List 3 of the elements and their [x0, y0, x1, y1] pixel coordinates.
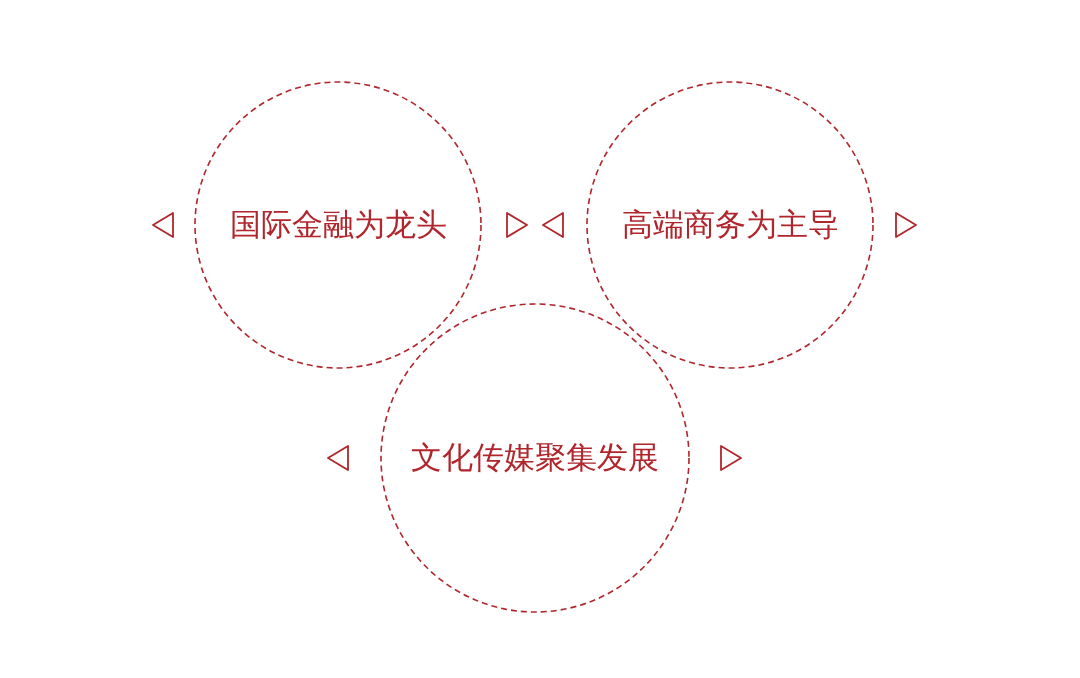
circle-label: 国际金融为龙头 — [229, 206, 447, 244]
circle-label: 文化传媒聚集发展 — [411, 439, 659, 477]
circle-label: 高端商务为主导 — [621, 206, 839, 244]
